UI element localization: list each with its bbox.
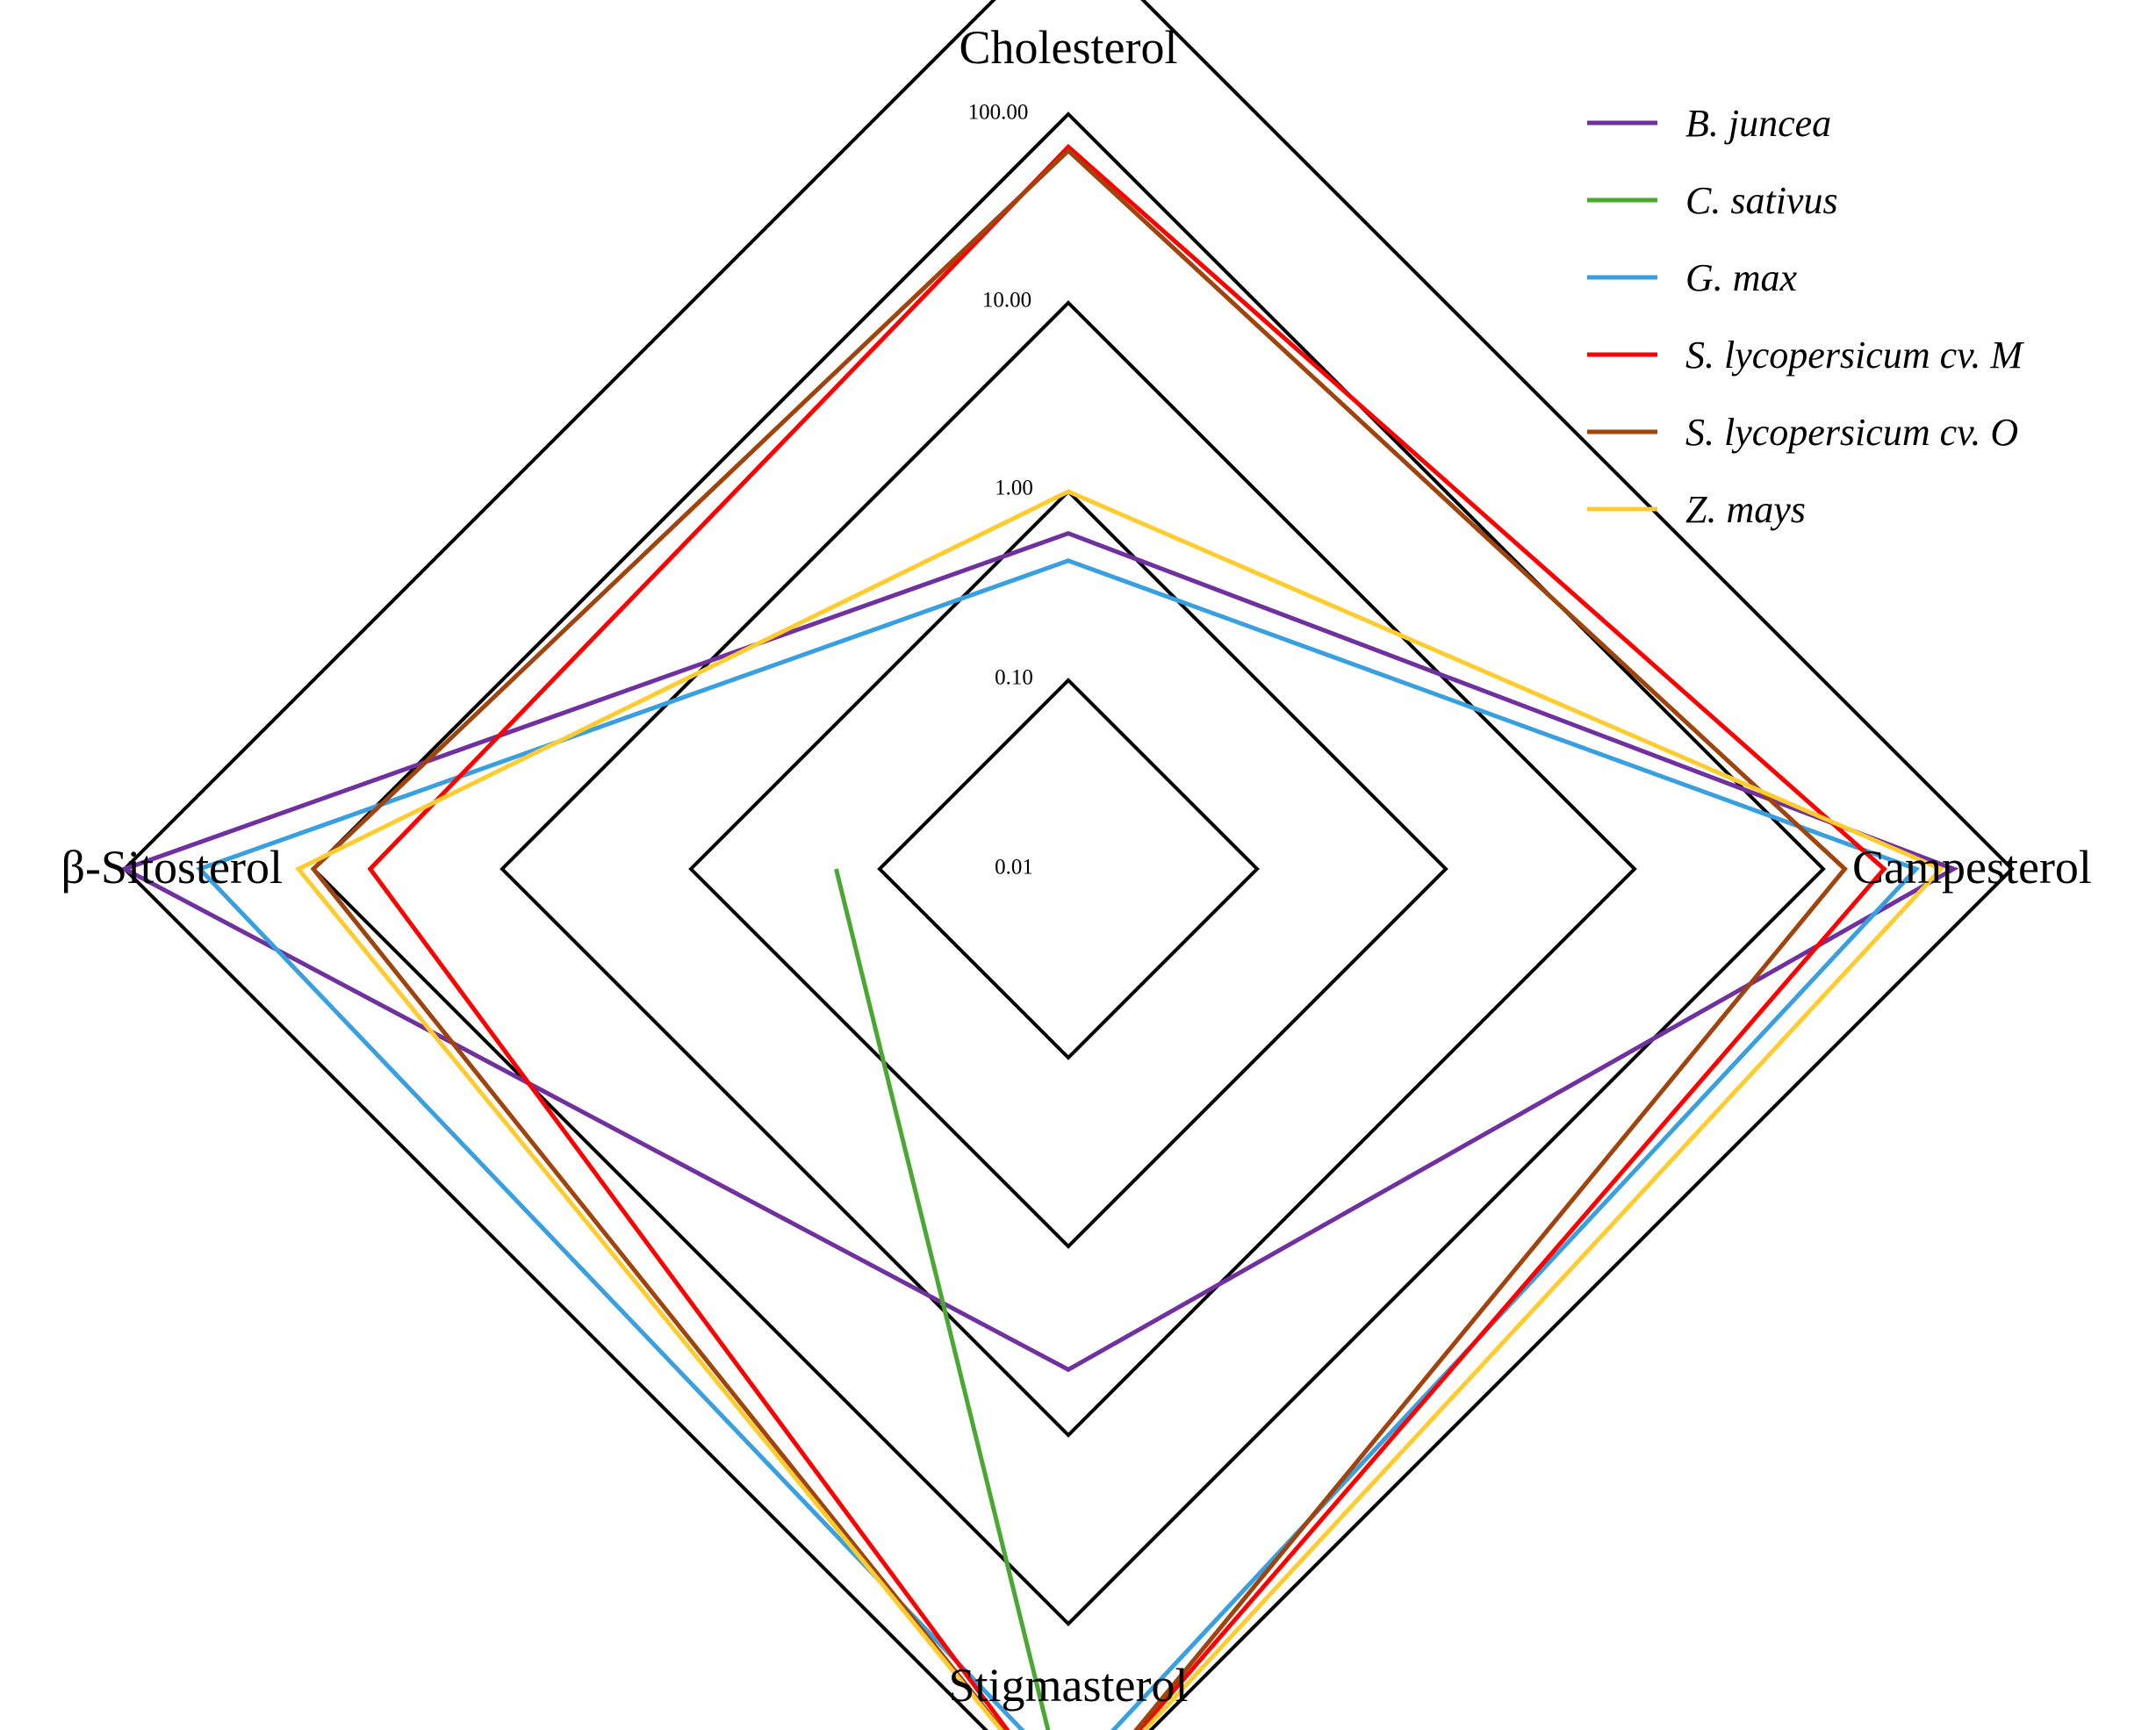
tick-label-3: 10.00	[982, 289, 1031, 312]
legend-label-5: Z. mays	[1685, 488, 1806, 531]
tick-label-1: 0.10	[995, 666, 1033, 690]
tick-labels: 0.01 0.10 1.00 10.00 100.00	[968, 101, 1033, 879]
axis-label-cholesterol: Cholesterol	[959, 21, 1178, 74]
axis-labels: Cholesterol Campesterol Stigmasterol β-S…	[61, 21, 2092, 1712]
grid-ring-3	[311, 111, 1826, 1626]
legend-label-3: S. lycopersicum cv. M	[1685, 334, 2024, 377]
series-line-5	[295, 489, 1945, 1730]
tick-label-2: 1.00	[995, 477, 1033, 500]
grid-ring-4	[122, 0, 2015, 1730]
series-line-4	[310, 147, 1848, 1730]
axis-label-beta-sitosterol: β-Sitosterol	[61, 841, 283, 894]
legend-label-0: B. juncea	[1685, 102, 1831, 145]
tick-label-4: 100.00	[968, 101, 1029, 125]
legend-label-1: C. sativus	[1685, 179, 1838, 222]
tick-label-0: 0.01	[995, 856, 1033, 879]
series-line-2	[196, 558, 1921, 1730]
grid-ring-2	[499, 300, 1637, 1438]
grid-ring-0	[877, 678, 1260, 1060]
axis-label-campesterol: Campesterol	[1852, 841, 2092, 894]
series-line-3	[367, 143, 1887, 1730]
axis-label-stigmasterol: Stigmasterol	[949, 1659, 1189, 1712]
legend-label-4: S. lycopersicum cv. O	[1685, 411, 2018, 454]
series-line-1	[834, 868, 1051, 1730]
legend-label-2: G. max	[1685, 256, 1798, 299]
series-line-0	[119, 531, 1959, 1373]
series-lines	[119, 143, 1959, 1730]
grid-ring-1	[688, 489, 1448, 1249]
legend: B. juncea C. sativus G. max S. lycopersicum…	[1587, 102, 2024, 531]
